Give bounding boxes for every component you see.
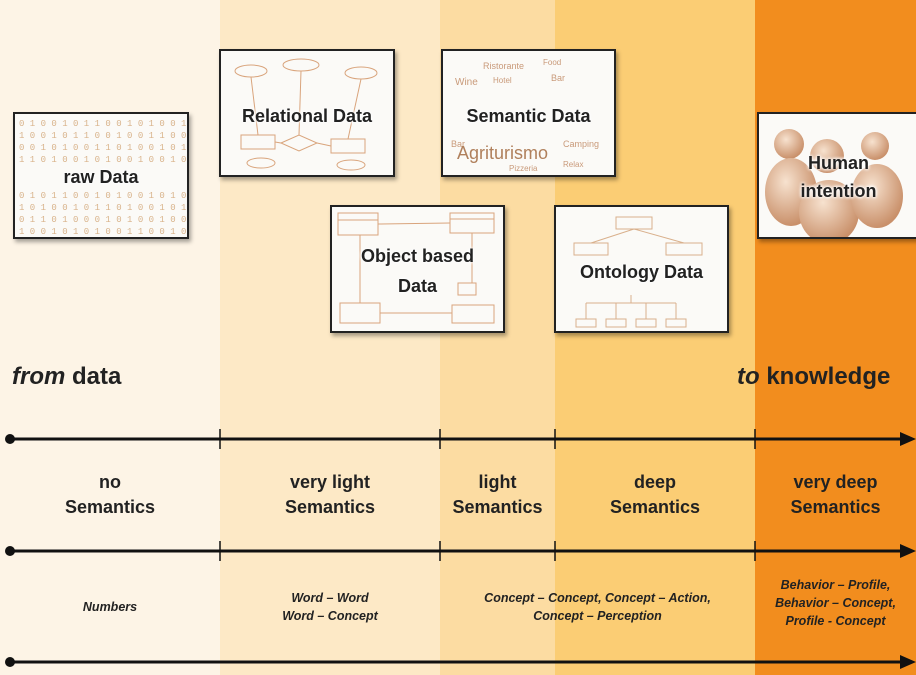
example-line: Concept – Perception: [533, 609, 662, 623]
object-based-data-label-line1: Object based: [360, 246, 475, 266]
example-numbers: Numbers: [0, 598, 220, 616]
level-line2: Semantics: [452, 497, 543, 517]
raw-data-label: raw Data: [63, 167, 139, 187]
example-line: Word – Concept: [282, 609, 378, 623]
example-line: Word – Word: [291, 591, 369, 605]
object-based-data-box: Object based Data: [330, 205, 505, 333]
from-word: from: [12, 363, 66, 390]
level-very-deep-semantics: very deep Semantics: [755, 470, 916, 520]
axis-line-middle: [5, 541, 916, 561]
band-very-deep-semantics: [755, 0, 916, 675]
example-concept: Concept – Concept, Concept – Action, Con…: [440, 589, 755, 625]
svg-text:0 1 0 0 1 0 1 1 0 0 1 0 1 0 0: 0 1 0 0 1 0 1 1 0 0 1 0 1 0 0 1: [19, 119, 186, 129]
level-deep-semantics: deep Semantics: [555, 470, 755, 520]
example-line: Behavior – Profile,: [780, 578, 891, 592]
binary-digits-texture: 0 1 0 0 1 0 1 1 0 0 1 0 1 0 0 1 1 0 0 1 …: [19, 119, 186, 237]
ontology-tree-texture: [573, 216, 703, 328]
knowledge-word: knowledge: [766, 363, 891, 390]
to-knowledge-heading: to knowledge: [737, 363, 890, 391]
example-word: Word – Word Word – Concept: [220, 589, 440, 625]
level-line1: very light: [289, 472, 371, 492]
example-behavior: Behavior – Profile, Behavior – Concept, …: [755, 576, 916, 630]
human-intention-label-line1: Human: [807, 153, 869, 173]
relational-data-box: Relational Data: [219, 49, 395, 177]
level-line1: very deep: [793, 472, 878, 492]
svg-text:1 0 1 0 0 1 0 1 1 0 1 0 0 1 0: 1 0 1 0 0 1 0 1 1 0 1 0 0 1 0 1: [19, 203, 186, 213]
example-line: Concept – Concept, Concept – Action,: [484, 591, 711, 605]
svg-text:1 0 0 1 0 1 0 1 0 0 1 1 0 0 1: 1 0 0 1 0 1 0 1 0 0 1 1 0 0 1 0: [19, 227, 186, 237]
svg-text:1 0 0 1 0 1 1 0 0 1 0 0 1 1 0: 1 0 0 1 0 1 1 0 0 1 0 0 1 1 0 0: [19, 131, 186, 141]
svg-text:Camping: Camping: [563, 139, 599, 149]
level-line1: no: [99, 472, 121, 492]
class-diagram-texture: [337, 212, 495, 324]
svg-text:Food: Food: [543, 58, 561, 67]
axis-line-top: [5, 429, 916, 449]
level-line1: light: [478, 472, 517, 492]
level-line2: Semantics: [284, 497, 376, 517]
level-line1: deep: [633, 472, 676, 492]
human-figures-picture: [765, 129, 903, 237]
svg-text:0 1 0 1 1 0 0 1 0 1 0 0 1 0 1: 0 1 0 1 1 0 0 1 0 1 0 0 1 0 1 0: [19, 191, 186, 201]
example-line: Numbers: [82, 600, 138, 614]
level-light-semantics: light Semantics: [440, 470, 555, 520]
svg-text:Ristorante: Ristorante: [483, 61, 524, 71]
svg-text:0 0 1 0 1 0 0 1 1 0 1 0 0 1 0: 0 0 1 0 1 0 0 1 1 0 1 0 0 1 0 1: [19, 143, 186, 153]
example-line: Profile - Concept: [785, 614, 886, 628]
word-cloud-texture: Ristorante Food Wine Hotel Bar Bar Agrit…: [451, 58, 599, 173]
svg-text:Relax: Relax: [563, 160, 583, 169]
human-intention-box: Human intention: [757, 112, 916, 239]
level-no-semantics: no Semantics: [0, 470, 220, 520]
svg-text:Bar: Bar: [451, 139, 465, 149]
level-line2: Semantics: [64, 497, 156, 517]
semantic-data-label: Semantic Data: [466, 106, 591, 126]
svg-text:Hotel: Hotel: [493, 76, 512, 85]
from-data-heading: from data: [12, 363, 121, 391]
svg-text:1 1 0 1 0 0 1 0 1 0 0 1 0 0 1: 1 1 0 1 0 0 1 0 1 0 0 1 0 0 1 0: [19, 155, 186, 165]
level-line2: Semantics: [609, 497, 701, 517]
semantic-data-box: Ristorante Food Wine Hotel Bar Bar Agrit…: [441, 49, 616, 177]
object-based-data-label-line2: Data: [397, 276, 437, 296]
human-intention-label-line2: intention: [800, 181, 877, 201]
ontology-data-box: Ontology Data: [554, 205, 729, 333]
level-very-light-semantics: very light Semantics: [220, 470, 440, 520]
svg-text:Agriturismo: Agriturismo: [457, 143, 548, 163]
er-diagram-texture: [234, 58, 378, 171]
example-line: Behavior – Concept,: [775, 596, 896, 610]
svg-text:Bar: Bar: [551, 73, 565, 83]
svg-text:0 1 1 0 1 0 0 0 1 0 1 0 0 1 0: 0 1 1 0 1 0 0 0 1 0 1 0 0 1 0 0: [19, 215, 186, 225]
axis-line-bottom: [5, 655, 916, 669]
svg-text:Wine: Wine: [455, 77, 478, 88]
svg-text:Pizzeria: Pizzeria: [509, 164, 538, 173]
data-word: data: [72, 363, 122, 390]
raw-data-box: 0 1 0 0 1 0 1 1 0 0 1 0 1 0 0 1 1 0 0 1 …: [13, 112, 189, 239]
ontology-data-label: Ontology Data: [579, 262, 703, 282]
to-word: to: [737, 363, 760, 390]
relational-data-label: Relational Data: [241, 106, 373, 126]
level-line2: Semantics: [790, 497, 881, 517]
band-no-semantics: [0, 0, 220, 675]
